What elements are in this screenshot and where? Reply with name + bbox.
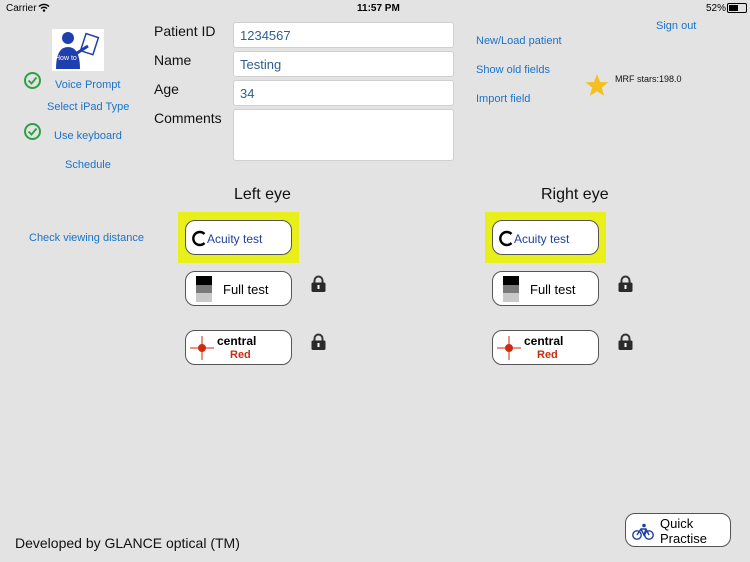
right-full-test-button[interactable]: Full test	[492, 271, 599, 306]
carrier-label: Carrier	[6, 3, 37, 14]
left-acuity-label: Acuity test	[207, 232, 263, 246]
use-keyboard-check-icon[interactable]	[24, 123, 41, 140]
developer-credit: Developed by GLANCE optical (TM)	[15, 535, 240, 551]
schedule-link[interactable]: Schedule	[65, 159, 111, 171]
left-full-lock-icon[interactable]	[310, 275, 327, 292]
comments-textarea[interactable]	[233, 109, 454, 161]
select-ipad-type-link[interactable]: Select iPad Type	[47, 101, 130, 113]
left-central-label: central	[217, 334, 257, 348]
show-old-fields-link[interactable]: Show old fields	[476, 64, 550, 76]
left-acuity-test-button[interactable]: Acuity test	[185, 220, 292, 255]
full-test-icon	[196, 276, 212, 302]
battery-icon	[727, 3, 747, 13]
new-load-patient-link[interactable]: New/Load patient	[476, 35, 562, 47]
acuity-c-icon	[499, 230, 513, 247]
how-to-icon	[56, 32, 100, 69]
logo-text: How to	[55, 55, 77, 62]
bicycle-icon	[632, 523, 654, 540]
right-full-lock-icon[interactable]	[617, 275, 634, 292]
patient-id-input[interactable]	[233, 22, 454, 48]
status-bar: Carrier 11:57 PM 52%	[0, 0, 750, 16]
name-label: Name	[154, 52, 192, 68]
left-central-lock-icon[interactable]	[310, 333, 327, 350]
status-time: 11:57 PM	[357, 3, 400, 14]
wifi-icon	[38, 3, 50, 12]
acuity-c-icon	[192, 230, 206, 247]
star-icon	[585, 74, 609, 96]
sign-out-link[interactable]: Sign out	[656, 20, 697, 32]
right-full-test-label: Full test	[530, 282, 576, 297]
age-label: Age	[154, 81, 179, 97]
comments-label: Comments	[154, 110, 222, 126]
battery-percent: 52%	[706, 3, 727, 14]
import-field-link[interactable]: Import field	[476, 93, 531, 105]
voice-prompt-check-icon[interactable]	[24, 72, 41, 89]
central-crosshair-icon	[190, 336, 214, 360]
right-central-color-label: Red	[537, 349, 558, 361]
right-central-lock-icon[interactable]	[617, 333, 634, 350]
central-crosshair-icon	[497, 336, 521, 360]
left-central-red-button[interactable]: central Red	[185, 330, 292, 365]
age-input[interactable]	[233, 80, 454, 106]
left-full-test-label: Full test	[223, 282, 269, 297]
right-central-red-button[interactable]: central Red	[492, 330, 599, 365]
left-eye-title: Left eye	[234, 186, 291, 203]
patient-id-label: Patient ID	[154, 23, 216, 39]
how-to-logo[interactable]: How to	[52, 29, 104, 71]
practise-label: Practise	[660, 531, 707, 546]
use-keyboard-link[interactable]: Use keyboard	[54, 130, 122, 142]
quick-label: Quick	[660, 516, 694, 531]
right-acuity-label: Acuity test	[514, 232, 570, 246]
right-acuity-test-button[interactable]: Acuity test	[492, 220, 599, 255]
quick-practise-button[interactable]: Quick Practise	[625, 513, 731, 547]
right-eye-title: Right eye	[541, 186, 609, 203]
mrf-stars-label: MRF stars:198.0	[615, 74, 682, 84]
check-viewing-distance-link[interactable]: Check viewing distance	[29, 232, 144, 244]
right-central-label: central	[524, 334, 564, 348]
full-test-icon	[503, 276, 519, 302]
left-central-color-label: Red	[230, 349, 251, 361]
left-full-test-button[interactable]: Full test	[185, 271, 292, 306]
name-input[interactable]	[233, 51, 454, 77]
voice-prompt-link[interactable]: Voice Prompt	[55, 79, 121, 91]
